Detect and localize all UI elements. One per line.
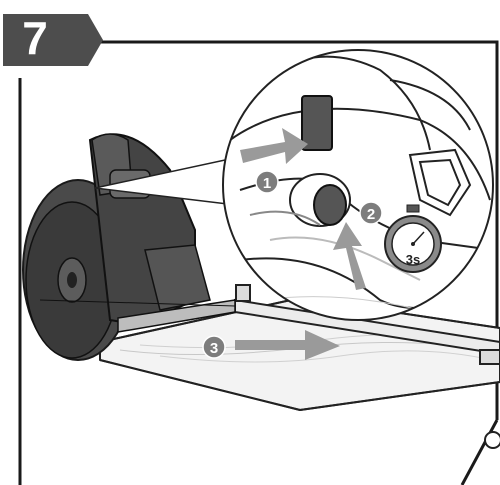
- slide-arrow-icon: [235, 330, 340, 360]
- callout-1-label: 1: [263, 175, 271, 192]
- callout-3-circle: [202, 335, 226, 359]
- callout-2-circle: [359, 201, 383, 225]
- step-frame: [18, 40, 499, 485]
- step-number: 7: [22, 12, 48, 64]
- step-badge: [3, 14, 103, 66]
- timer-label: 3s: [406, 252, 420, 267]
- push-arrow-icon: [240, 128, 308, 164]
- callout-1-circle: [255, 170, 279, 194]
- stopwatch-icon: [384, 204, 442, 273]
- callout-3-label: 3: [210, 340, 218, 357]
- lift-arrow-icon: [333, 222, 366, 290]
- callout-2-label: 2: [367, 206, 375, 223]
